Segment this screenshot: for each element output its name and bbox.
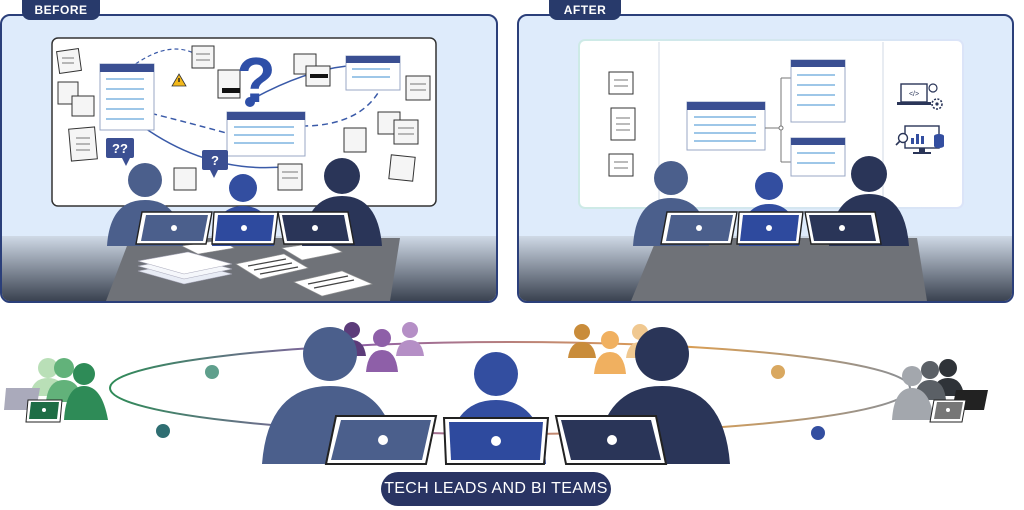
after-label: AFTER bbox=[549, 0, 621, 20]
data-table-card bbox=[345, 55, 401, 91]
svg-text:?: ? bbox=[211, 153, 219, 168]
before-panel: ? ?? ? bbox=[0, 14, 498, 303]
before-scene: ? ?? ? bbox=[2, 37, 496, 301]
code-laptop-icon: </> bbox=[897, 83, 931, 105]
paper-stack bbox=[137, 251, 233, 285]
team-ring-scene bbox=[4, 322, 988, 465]
warning-icon bbox=[171, 73, 187, 87]
ring-node bbox=[771, 365, 785, 379]
confused-speech-bubble: ? bbox=[202, 150, 228, 178]
database-icon bbox=[934, 134, 944, 148]
search-icon bbox=[895, 132, 909, 146]
lightbulb-icon bbox=[928, 83, 938, 93]
laptop bbox=[324, 415, 438, 465]
before-label: BEFORE bbox=[22, 0, 100, 20]
question-mark-icon: ? bbox=[236, 44, 275, 116]
laptop bbox=[277, 211, 355, 245]
data-model-table bbox=[790, 137, 846, 177]
svg-text:??: ?? bbox=[112, 141, 128, 156]
green-team bbox=[4, 358, 108, 423]
data-model-table bbox=[686, 101, 766, 151]
after-scene: </> bbox=[519, 39, 1012, 301]
analytics-monitor-icon bbox=[904, 125, 940, 154]
confused-speech-bubble: ?? bbox=[106, 138, 134, 166]
organized-docs bbox=[608, 71, 636, 177]
gear-icon bbox=[931, 98, 943, 110]
meeting-table bbox=[631, 238, 927, 301]
data-model-table bbox=[790, 59, 846, 123]
data-table-card bbox=[226, 111, 306, 157]
laptop bbox=[554, 415, 668, 465]
laptop bbox=[736, 211, 804, 245]
ring-node bbox=[811, 426, 825, 440]
laptop bbox=[211, 211, 279, 245]
ring-node bbox=[156, 424, 170, 438]
laptop bbox=[135, 211, 213, 245]
ring-node bbox=[205, 365, 219, 379]
gray-team bbox=[892, 359, 988, 423]
after-panel: </> bbox=[517, 14, 1014, 303]
laptop bbox=[804, 211, 882, 245]
laptop bbox=[442, 417, 550, 465]
laptop bbox=[660, 211, 738, 245]
team-label: TECH LEADS AND BI TEAMS bbox=[381, 472, 611, 506]
data-table-card bbox=[99, 63, 155, 131]
svg-text:</>: </> bbox=[909, 91, 919, 98]
